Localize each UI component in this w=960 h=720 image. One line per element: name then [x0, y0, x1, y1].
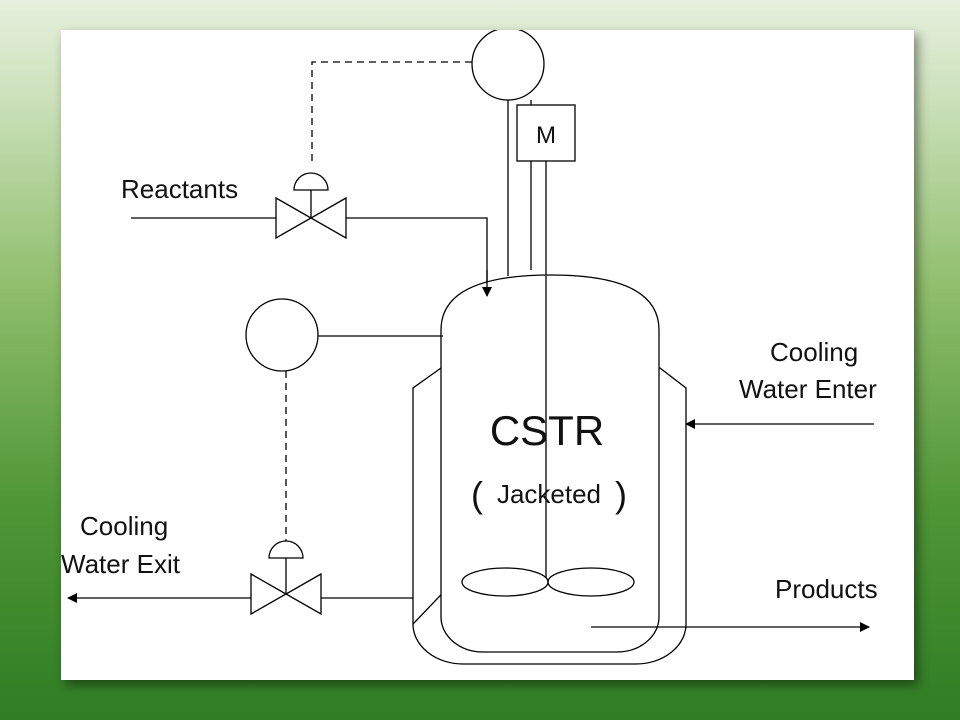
cooling-enter-label-line1: Cooling — [770, 337, 858, 367]
products-label: Products — [775, 574, 878, 604]
reactor-paren-close: ) — [615, 474, 627, 515]
cooling-exit-label-line2: Water Exit — [61, 549, 181, 579]
reactants-label: Reactants — [121, 174, 238, 204]
cooling-valve-actuator — [268, 540, 304, 559]
motor-label: M — [536, 122, 556, 149]
reactant-valve-left — [275, 196, 313, 240]
cooling-valve-left — [250, 572, 288, 616]
temperature-controller-circle — [245, 298, 319, 372]
cooling-enter-label-line2: Water Enter — [739, 374, 877, 404]
diagram-panel: M Reactants CSTR ( Jacketed ) — [61, 30, 914, 680]
cooling-valve-right — [284, 572, 322, 616]
cstr-process-diagram: M Reactants CSTR ( Jacketed ) — [61, 30, 878, 665]
reactor-subtitle: Jacketed — [497, 479, 601, 509]
impeller-blade-right — [547, 567, 635, 597]
reactant-valve-actuator — [293, 172, 329, 191]
reactant-control-signal-line — [311, 61, 472, 166]
reactor-title: CSTR — [490, 407, 604, 454]
reactor-vessel — [440, 274, 660, 653]
motor-box — [516, 104, 576, 162]
reactor-paren-open: ( — [471, 474, 483, 515]
reactant-feed-arrow — [346, 217, 492, 297]
reactant-valve-right — [309, 196, 347, 240]
cooling-exit-label-line1: Cooling — [80, 511, 168, 541]
top-controller-circle — [471, 30, 545, 101]
impeller-blade-left — [461, 567, 549, 597]
